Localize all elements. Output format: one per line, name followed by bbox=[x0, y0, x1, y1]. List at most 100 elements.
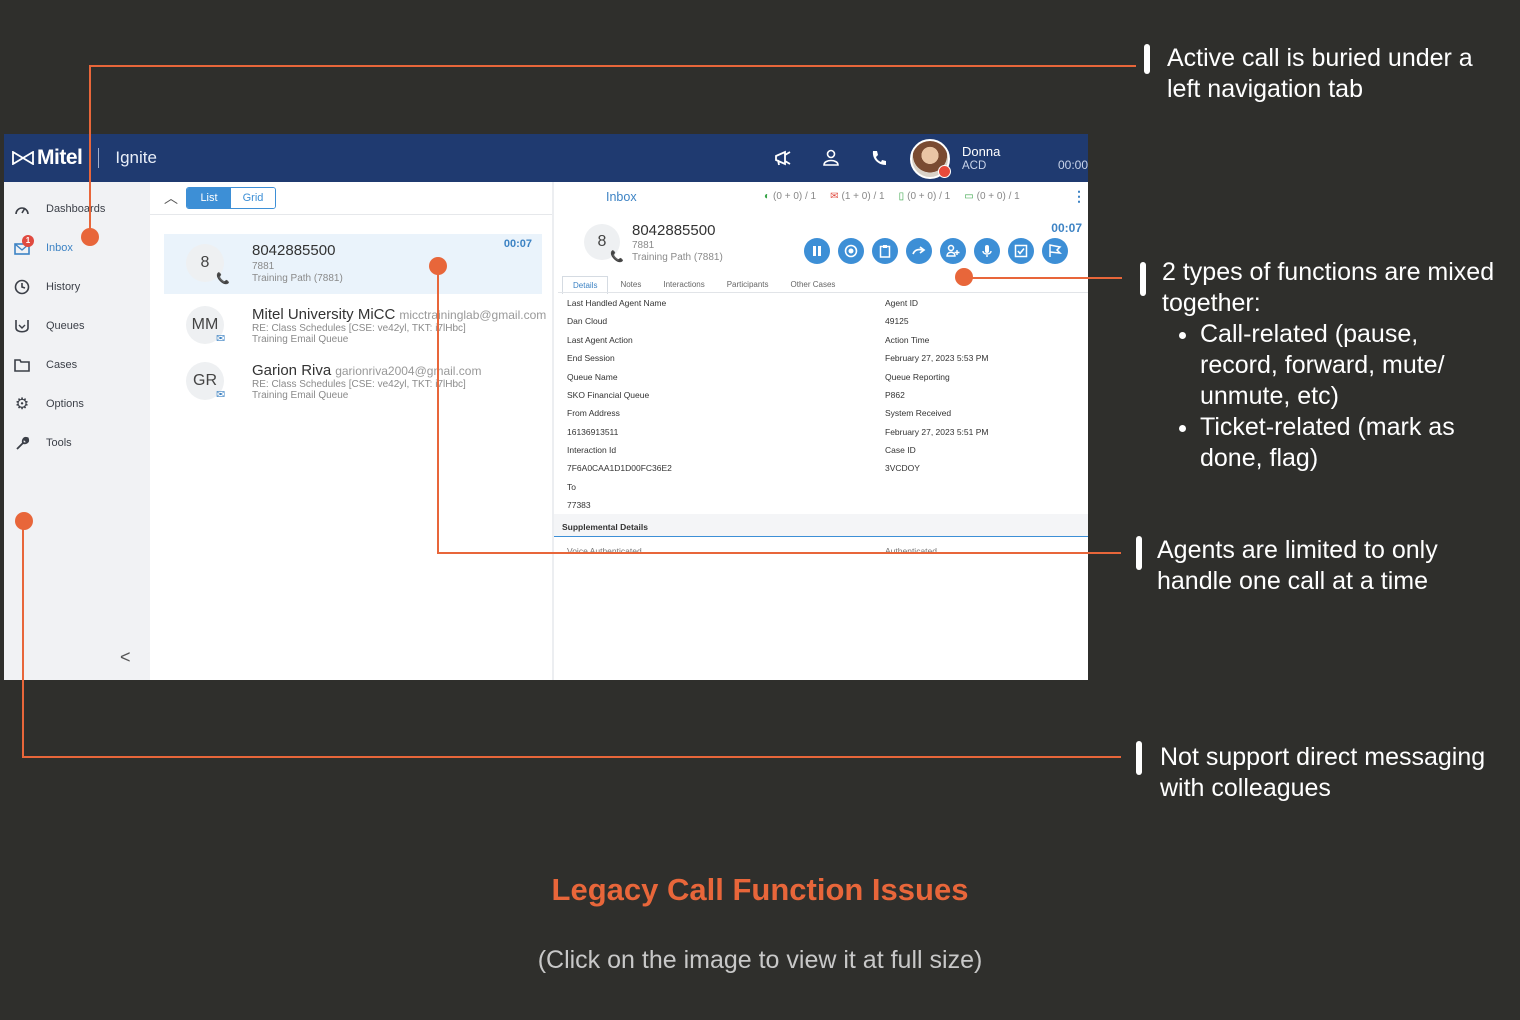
field-value: 7F6A0CAA1D1D00FC36E2 bbox=[567, 463, 672, 473]
caption-title: Legacy Call Function Issues bbox=[551, 872, 969, 907]
forward-button[interactable] bbox=[906, 238, 932, 264]
flag-icon bbox=[1049, 244, 1062, 257]
sidebar-item-cases[interactable]: Cases bbox=[12, 356, 77, 374]
field-value: 77383 bbox=[567, 500, 591, 510]
sidebar-item-tools[interactable]: Tools bbox=[12, 434, 72, 452]
mitel-logo[interactable]: Mitel bbox=[12, 146, 83, 170]
callout-dot-2 bbox=[955, 268, 973, 286]
mitel-bowtie-icon bbox=[12, 151, 34, 165]
clipboard-icon bbox=[879, 245, 891, 258]
tab-interactions[interactable]: Interactions bbox=[663, 280, 705, 289]
clipboard-button[interactable] bbox=[872, 238, 898, 264]
record-icon bbox=[844, 244, 858, 258]
forward-icon bbox=[912, 246, 926, 255]
field-label: Last Agent Action bbox=[567, 335, 633, 345]
tab-divider bbox=[558, 292, 1088, 293]
call-timer: 00:07 bbox=[503, 238, 532, 250]
note-marker-1 bbox=[1144, 44, 1150, 74]
list-toolbar: ︿ List Grid bbox=[150, 182, 552, 215]
interaction-list: ︿ List Grid 8 📞 8042885500 7881 Training… bbox=[150, 182, 554, 680]
callout-line-2 bbox=[964, 277, 1122, 279]
field-value: February 27, 2023 5:53 PM bbox=[885, 353, 989, 363]
item-email: micctraininglab@gmail.com bbox=[399, 308, 547, 322]
pause-button[interactable] bbox=[804, 238, 830, 264]
mail-icon: ✉ bbox=[216, 389, 226, 401]
grid-view-button[interactable]: Grid bbox=[231, 188, 275, 208]
field-value: 16136913511 bbox=[567, 427, 619, 437]
microphone-icon bbox=[982, 245, 992, 257]
phone-icon[interactable] bbox=[868, 148, 890, 168]
pause-icon bbox=[813, 246, 821, 256]
field-label: System Received bbox=[885, 408, 952, 418]
field-label: To bbox=[567, 482, 576, 492]
tab-other-cases[interactable]: Other Cases bbox=[790, 280, 836, 289]
note-bullets: Call-related (pause, record, forward, mu… bbox=[1162, 319, 1502, 474]
voice-counter: ◐(0 + 0) / 1 bbox=[764, 191, 817, 202]
mute-button[interactable] bbox=[974, 238, 1000, 264]
item-line2: Training Email Queue bbox=[252, 390, 349, 401]
callout-dot-4 bbox=[15, 512, 33, 530]
note-intro: 2 types of functions are mixed together: bbox=[1162, 258, 1495, 317]
record-button[interactable] bbox=[838, 238, 864, 264]
callout-line-1 bbox=[90, 65, 1136, 67]
item-line2: Training Path (7881) bbox=[252, 273, 343, 284]
flag-button[interactable] bbox=[1042, 238, 1068, 264]
view-toggle[interactable]: List Grid bbox=[186, 187, 276, 209]
brand-divider bbox=[98, 148, 100, 168]
sidebar-item-label: Options bbox=[46, 398, 84, 410]
avatar bbox=[910, 139, 951, 179]
field-value: Authenticated bbox=[885, 546, 937, 556]
sidebar-item-queues[interactable]: Queues bbox=[12, 317, 85, 335]
list-item: Ticket-related (mark as done, flag) bbox=[1200, 412, 1502, 474]
conference-button[interactable] bbox=[940, 238, 966, 264]
supplemental-header[interactable] bbox=[554, 514, 1088, 537]
sidebar-item-options[interactable]: ⚙ Options bbox=[12, 395, 84, 413]
tab-details[interactable]: Details bbox=[562, 276, 609, 294]
callout-line-3 bbox=[437, 552, 1121, 554]
product-name: Ignite bbox=[115, 148, 157, 167]
field-value: P862 bbox=[885, 390, 905, 400]
caption-subtitle[interactable]: (Click on the image to view it at full s… bbox=[537, 946, 983, 974]
header-timer: 00:00 bbox=[1057, 158, 1088, 172]
list-item-active-call[interactable]: 8 📞 8042885500 7881 Training Path (7881)… bbox=[164, 234, 542, 294]
field-label: Interaction Id bbox=[567, 445, 617, 455]
mail-icon: ✉ bbox=[216, 333, 226, 345]
megaphone-icon[interactable] bbox=[772, 148, 794, 168]
wrench-icon bbox=[12, 434, 32, 452]
field-value: February 27, 2023 5:51 PM bbox=[885, 427, 989, 437]
sidebar-item-inbox[interactable]: 1 Inbox bbox=[12, 235, 73, 257]
field-value: 49125 bbox=[885, 316, 909, 326]
tab-notes[interactable]: Notes bbox=[620, 280, 642, 289]
sms-counter: ▯(0 + 0) / 1 bbox=[898, 191, 951, 202]
sidebar-item-history[interactable]: History bbox=[12, 278, 80, 296]
item-line1: 7881 bbox=[252, 261, 275, 272]
mark-done-button[interactable] bbox=[1008, 238, 1034, 264]
field-value: SKO Financial Queue bbox=[567, 390, 650, 400]
add-participant-icon bbox=[946, 244, 960, 257]
user-profile[interactable]: Donna ACD bbox=[910, 139, 1000, 179]
collapse-sidebar-button[interactable]: < bbox=[120, 647, 131, 667]
list-view-button[interactable]: List bbox=[187, 188, 231, 208]
more-options-icon[interactable]: ⋮ bbox=[1072, 188, 1086, 204]
field-label: From Address bbox=[567, 408, 620, 418]
item-line1: RE: Class Schedules [CSE: ve42yl, TKT: i… bbox=[252, 379, 466, 390]
sidebar-item-dashboards[interactable]: Dashboards bbox=[12, 200, 105, 218]
note-mixed-functions: 2 types of functions are mixed together:… bbox=[1162, 257, 1502, 474]
callout-line-4 bbox=[22, 756, 1121, 758]
folder-icon bbox=[12, 356, 32, 374]
item-line2: Training Email Queue bbox=[252, 334, 349, 345]
team-icon[interactable] bbox=[820, 148, 842, 168]
email-counter: ✉(1 + 0) / 1 bbox=[830, 191, 885, 202]
phone-icon: 📞 bbox=[216, 273, 230, 285]
interaction-detail: Inbox ◐(0 + 0) / 1 ✉(1 + 0) / 1 ▯(0 + 0)… bbox=[554, 182, 1088, 680]
app-screenshot[interactable]: Mitel Ignite Donna ACD 00:00 bbox=[4, 134, 1088, 680]
field-label: Queue Name bbox=[567, 372, 618, 382]
chevron-up-icon[interactable]: ︿ bbox=[164, 190, 178, 206]
chat-counter: ▭(0 + 0) / 1 bbox=[964, 191, 1020, 202]
field-label: Voice Authenticated bbox=[567, 546, 642, 556]
tab-participants[interactable]: Participants bbox=[726, 280, 769, 289]
